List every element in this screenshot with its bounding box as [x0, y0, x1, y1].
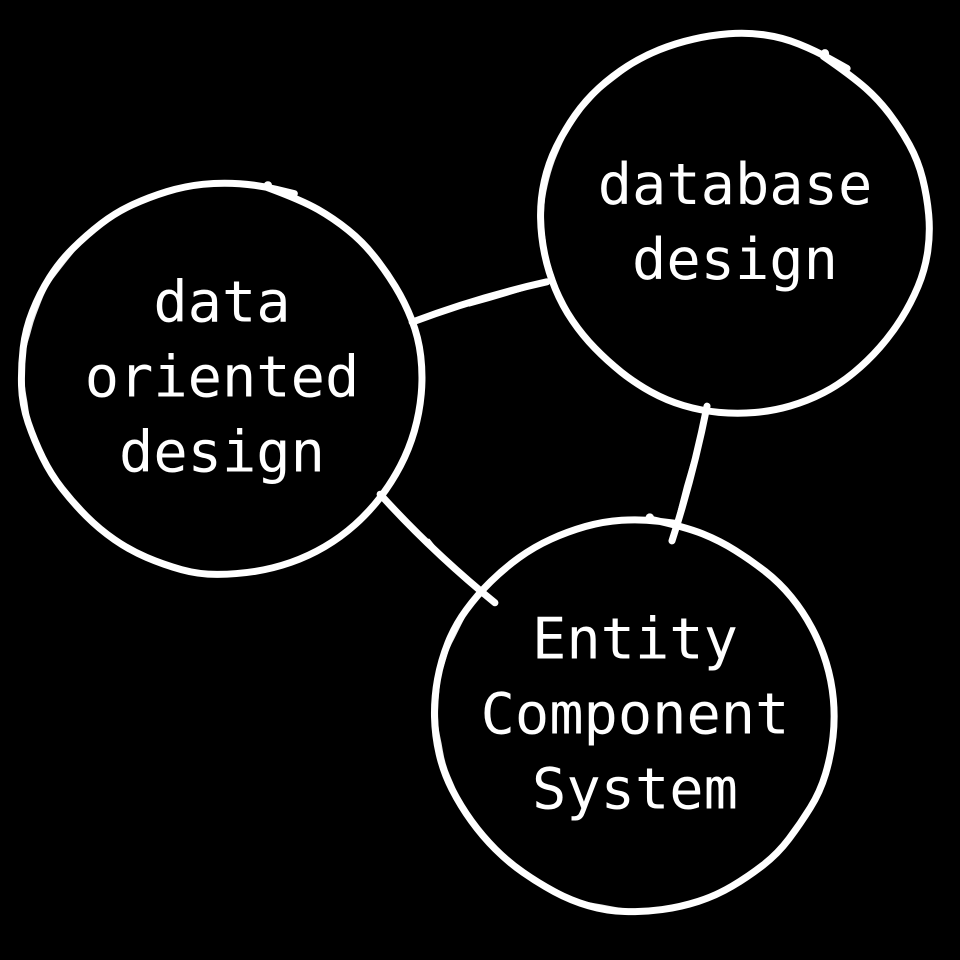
node-outline-primary [430, 515, 838, 916]
node-circle-entity-component-system[interactable] [430, 513, 838, 916]
node-circle-data-oriented-design[interactable] [17, 179, 426, 578]
node-circle-database-design[interactable] [537, 29, 933, 417]
nodes-layer [17, 29, 933, 916]
edge-data-oriented-design-to-database-design[interactable] [408, 278, 551, 326]
edges-layer [376, 278, 711, 607]
edge-stroke-secondary [467, 283, 539, 307]
node-outline-primary [17, 179, 426, 578]
node-outline-start-nub [645, 513, 654, 522]
node-outline-secondary [435, 611, 683, 912]
node-outline-primary [537, 29, 933, 417]
edge-data-oriented-design-to-entity-component-system[interactable] [376, 490, 499, 607]
node-outline-start-nub [820, 49, 830, 58]
node-outline-secondary [540, 67, 704, 411]
edge-stroke-primary [376, 490, 499, 607]
node-outline-secondary [21, 250, 240, 576]
node-outline-start-nub [263, 181, 273, 190]
